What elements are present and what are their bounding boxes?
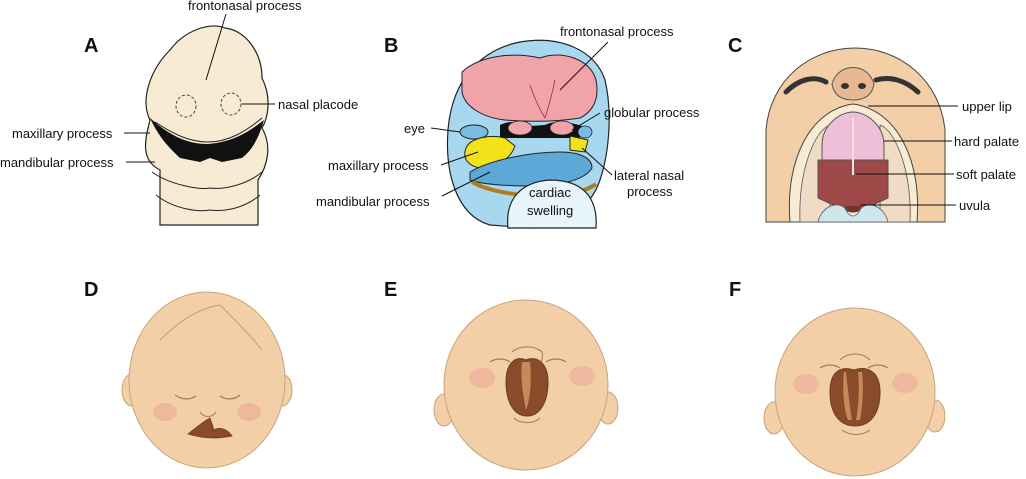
cardiac-swelling [507,179,597,229]
nasal-placode-right [220,92,242,116]
panel-letter-e: E [384,279,397,301]
label-b-mandibular: mandibular process [316,194,430,209]
label-c-hard-palate: hard palate [954,134,1019,149]
panel-letter-b: B [384,35,398,57]
label-a-maxillary: maxillary process [12,126,113,141]
frontonasal-region [461,54,598,122]
bilateral-cleft-palate [829,368,881,427]
cheek-right-d [237,403,261,421]
panel-letter-d: D [84,279,98,301]
baby-face-f [763,307,946,477]
label-a-mandibular: mandibular process [0,155,114,170]
baby-face-d [121,291,293,469]
globular-left [507,120,533,136]
label-b-cardiac-1: cardiac [529,185,571,200]
label-c-uvula: uvula [959,198,991,213]
palate-view-c [765,47,946,223]
label-b-maxillary: maxillary process [328,158,429,173]
label-b-lateral-nasal-2: process [627,184,673,199]
panel-letter-c: C [728,35,742,57]
label-b-lateral-nasal-1: lateral nasal [614,168,684,183]
label-b-globular: globular process [604,105,700,120]
label-c-soft-palate: soft palate [956,167,1016,182]
label-c-upper-lip: upper lip [962,99,1012,114]
cheek-right-e [569,366,595,386]
panel-b: B frontonasal process globular process e… [316,24,700,229]
unilateral-cleft-lip [187,417,233,439]
mandibular-region-b [469,151,593,187]
cheek-left-d [153,403,177,421]
embryo-face-a [145,25,269,226]
nasal-placode-left [175,94,197,118]
cheek-left-f [793,374,819,394]
panel-a: A frontonasal process nasal placode maxi… [0,0,358,226]
globular-right [549,120,575,136]
panel-letter-a: A [84,35,98,57]
label-a-nasal-placode: nasal placode [278,97,358,112]
cheek-right-f [892,373,918,393]
label-b-cardiac-2: swelling [527,203,573,218]
cheek-left-e [469,368,495,388]
panel-letter-f: F [729,279,741,301]
label-a-frontonasal: frontonasal process [188,0,302,13]
label-b-eye: eye [404,121,425,136]
panel-f: F [729,279,946,477]
uvula [845,205,861,213]
embryo-lateral-b [446,39,610,229]
baby-face-e [433,299,619,471]
panel-d: D [84,279,293,469]
label-b-frontonasal: frontonasal process [560,24,674,39]
panel-e: E [384,279,619,471]
panel-c: C upper lip hard palate soft palate uvul… [728,35,1019,223]
